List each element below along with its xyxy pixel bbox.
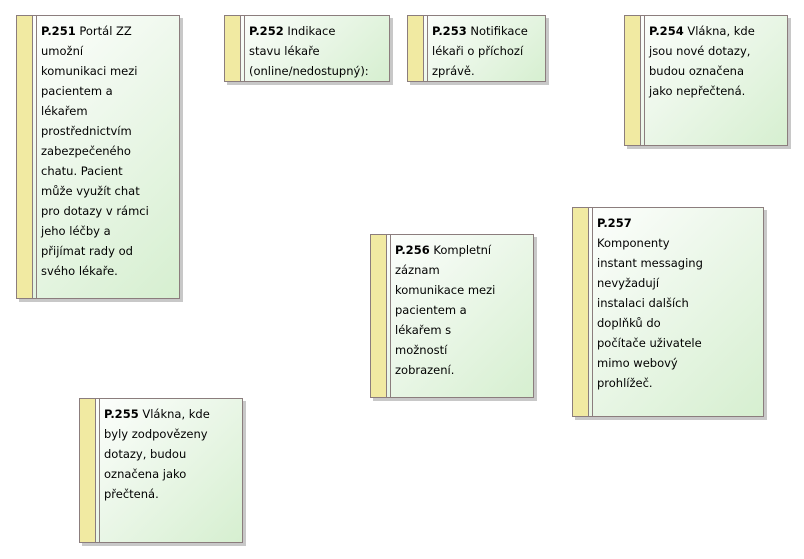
requirement-p252[interactable]: P.252 Indikace stavu lékaře (online/nedo… (224, 15, 390, 82)
requirement-text: P.257 Komponenty instant messaging nevyž… (597, 216, 703, 390)
requirement-stereotype-bar (80, 399, 100, 542)
requirement-stereotype-bar (225, 16, 245, 81)
requirement-p253[interactable]: P.253 Notifikace lékaři o příchozí zpráv… (407, 15, 546, 82)
requirement-p251[interactable]: P.251 Portál ZZ umožní komunikaci mezi p… (16, 15, 180, 299)
requirement-text: P.256 Kompletní záznam komunikace mezi p… (395, 243, 496, 377)
requirement-stereotype-bar (625, 16, 645, 145)
requirement-text: P.255 Vlákna, kde byly zodpovězeny dotaz… (104, 407, 210, 501)
requirement-stereotype-bar (17, 16, 37, 298)
requirement-text: P.253 Notifikace lékaři o příchozí zpráv… (432, 24, 528, 78)
requirement-p257[interactable]: P.257 Komponenty instant messaging nevyž… (572, 207, 764, 417)
requirement-text: P.254 Vlákna, kde jsou nové dotazy, budo… (649, 24, 755, 98)
requirement-stereotype-bar (371, 235, 391, 397)
requirement-p255[interactable]: P.255 Vlákna, kde byly zodpovězeny dotaz… (79, 398, 243, 543)
requirement-text: P.251 Portál ZZ umožní komunikaci mezi p… (41, 24, 149, 278)
requirement-stereotype-bar (408, 16, 428, 81)
requirement-p256[interactable]: P.256 Kompletní záznam komunikace mezi p… (370, 234, 534, 398)
requirement-stereotype-bar (573, 208, 593, 416)
requirement-p254[interactable]: P.254 Vlákna, kde jsou nové dotazy, budo… (624, 15, 788, 146)
requirement-text: P.252 Indikace stavu lékaře (online/nedo… (249, 24, 369, 78)
